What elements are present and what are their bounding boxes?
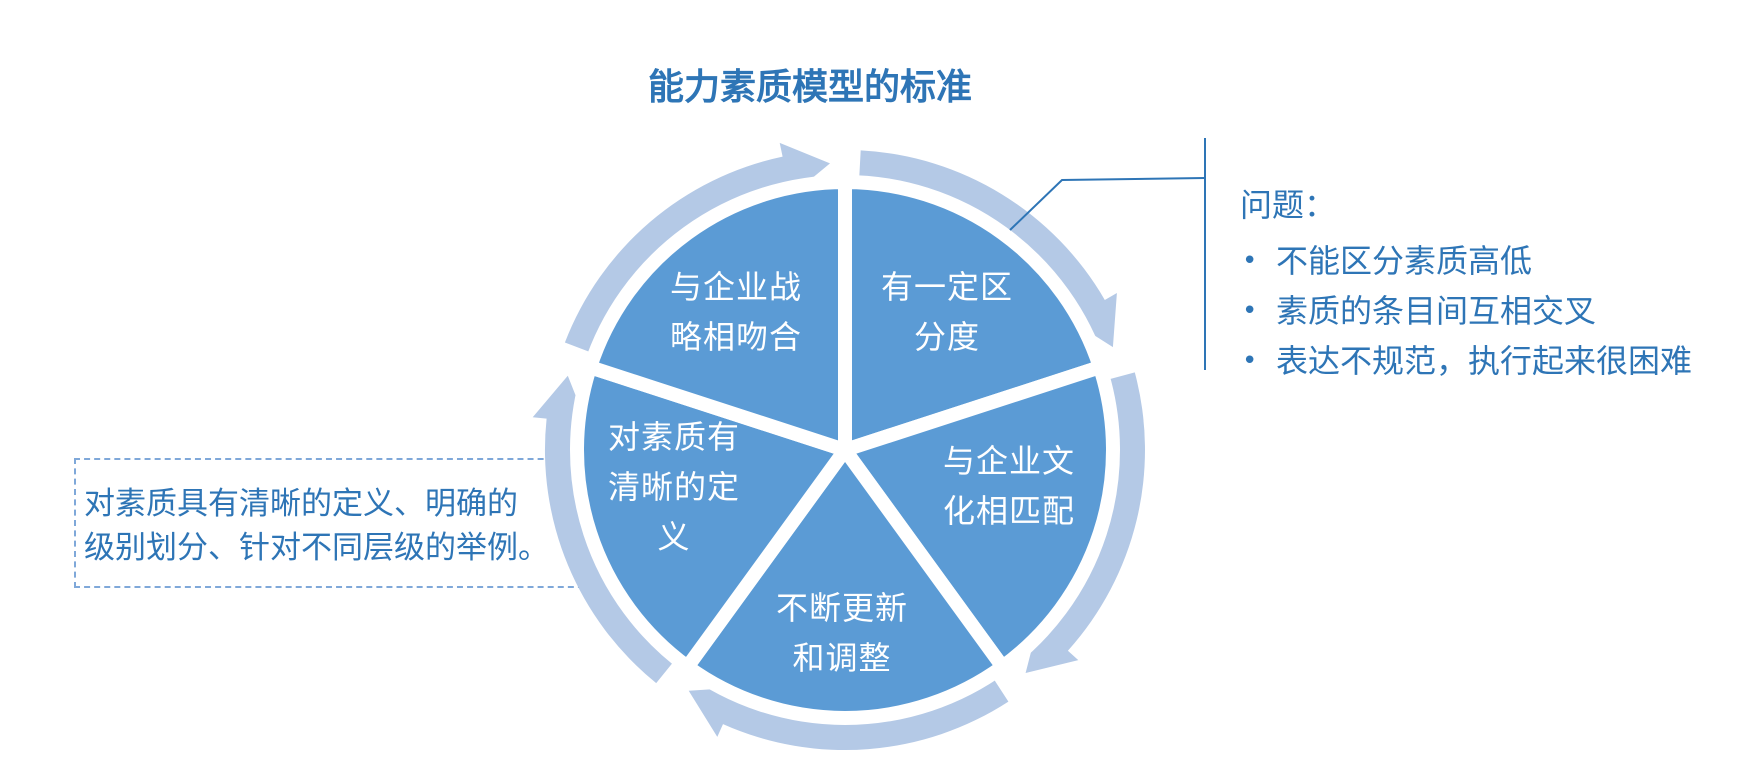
segment-label-definition: 对素质有 清晰的定 义: [607, 418, 740, 556]
segment-update: [680, 443, 1010, 725]
problems-heading: 问题：: [1240, 186, 1337, 224]
segment-label-differentiation: 有一定区 分度: [880, 268, 1013, 356]
problems-panel: 问题： 不能区分素质高低 素质的条目间互相交叉 表达不规范，执行起来很困难: [1240, 180, 1692, 386]
definition-note-line-1: 对素质具有清晰的定义、明确的: [84, 486, 518, 522]
page-title: 能力素质模型的标准: [647, 67, 972, 108]
callout-connector: [1009, 138, 1206, 370]
pie-segments: [570, 175, 1120, 725]
problem-item: 不能区分素质高低: [1240, 236, 1692, 286]
segment-definition: [570, 360, 852, 674]
segment-label-update: 不断更新 和调整: [775, 589, 908, 677]
ring-arrow-update: [688, 679, 1009, 751]
definition-note-box: [74, 458, 594, 588]
segment-label-culture: 与企业文 化相匹配: [942, 442, 1075, 530]
definition-note-line-2: 级别划分、针对不同层级的举例。: [84, 530, 549, 566]
problem-item: 素质的条目间互相交叉: [1240, 286, 1692, 336]
problem-item: 表达不规范，执行起来很困难: [1240, 336, 1692, 386]
callout-leader-line: [1009, 177, 1206, 231]
ring-arrow-definition: [532, 375, 673, 684]
definition-note: 对素质具有清晰的定义、明确的 级别划分、针对不同层级的举例。: [84, 482, 584, 570]
segment-strategy: [583, 175, 852, 457]
ring-arrow-strategy: [564, 142, 830, 352]
segment-culture: [838, 360, 1120, 674]
segment-label-strategy: 与企业战 略相吻合: [669, 268, 802, 356]
problems-list: 不能区分素质高低 素质的条目间互相交叉 表达不规范，执行起来很困难: [1240, 236, 1692, 386]
